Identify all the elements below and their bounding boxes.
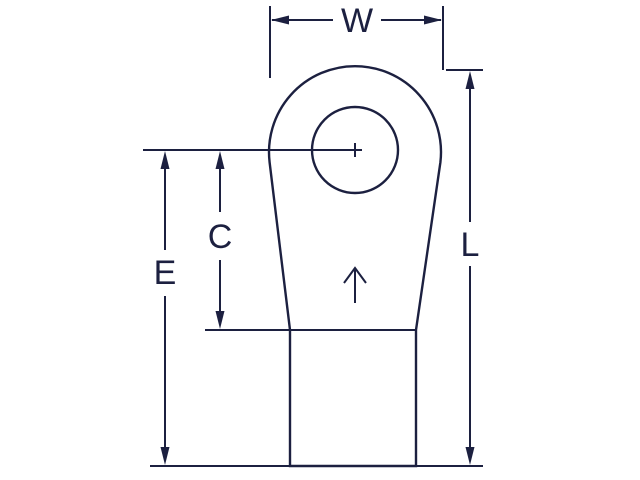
l-arrowhead-bottom — [465, 447, 475, 465]
dimension-E: E — [154, 151, 177, 465]
w-arrowhead-left — [271, 15, 289, 25]
dimension-L: L — [446, 69, 483, 465]
dim-W-label: W — [341, 2, 373, 40]
terminal-shape — [205, 64, 443, 468]
up-arrow-icon — [343, 266, 367, 303]
dimension-C: C — [208, 151, 233, 329]
e-arrowhead-bottom — [160, 447, 170, 465]
e-arrowhead-top — [160, 151, 170, 169]
dim-E-label: E — [154, 254, 177, 292]
dimension-W: W — [269, 2, 444, 78]
up-arrow-head — [343, 266, 367, 284]
l-arrowhead-top — [465, 71, 475, 89]
w-arrowhead-right — [424, 15, 442, 25]
c-arrowhead-top — [215, 151, 225, 169]
plus-center-mark-icon — [348, 143, 362, 157]
dim-C-label: C — [208, 218, 233, 256]
dim-L-label: L — [461, 226, 480, 264]
c-arrowhead-bottom — [215, 311, 225, 329]
terminal-outline — [267, 64, 443, 468]
